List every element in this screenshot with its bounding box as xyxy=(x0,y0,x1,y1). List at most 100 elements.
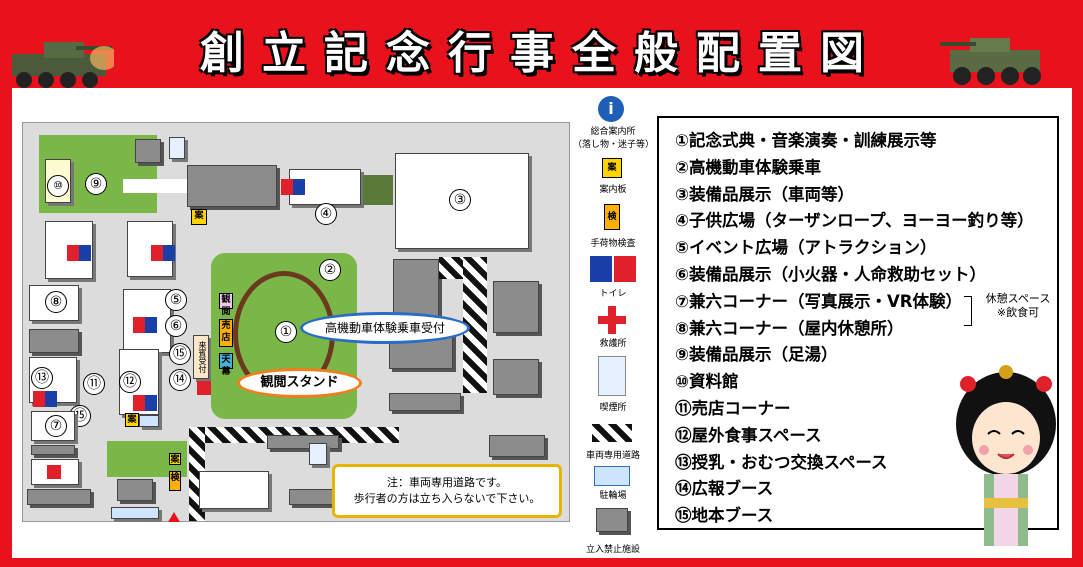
title-banner: 創立記念行事全般配置図 xyxy=(180,18,902,80)
list-item: ⑬授乳・おむつ交換スペース xyxy=(675,452,888,472)
smoking-area xyxy=(309,443,327,465)
sign-icon: 案 xyxy=(125,413,139,427)
list-item: ⑮地本ブース xyxy=(675,506,774,526)
smoking-area xyxy=(169,137,185,159)
list-item: ⑥装備品展示（小火器・人命救助セット） xyxy=(675,264,986,284)
marker-13[interactable]: ⑬ xyxy=(31,367,53,389)
note-line-2: 歩行者の方は立ち入らないで下さい。 xyxy=(353,492,541,505)
bicycle-parking xyxy=(111,507,159,519)
toilet-icon xyxy=(67,245,91,261)
legend: i 総合案内所 （落し物・迷子等） 案 案内板 検 手荷物検査 トイレ 救護所 … xyxy=(573,92,654,557)
marker-3[interactable]: ③ xyxy=(449,189,471,211)
rest-note-line-2: ※飲食可 xyxy=(996,306,1040,319)
rest-note: 休憩スペース ※飲食可 xyxy=(978,292,1058,320)
toilet-icon xyxy=(133,317,157,333)
legend-label-bicycle: 駐輪場 xyxy=(599,491,627,501)
list-item: ⑤イベント広場（アトラクション） xyxy=(675,238,937,258)
vehicle-road-icon xyxy=(592,424,632,442)
toilet-icon xyxy=(590,256,636,282)
restricted-building xyxy=(493,281,539,333)
restricted-building xyxy=(493,359,539,395)
luggage-check-icon: 検 xyxy=(604,204,620,230)
first-aid-icon xyxy=(47,465,61,479)
list-item: ③装備品展示（車両等） xyxy=(675,184,854,204)
restricted-building xyxy=(117,479,153,501)
legend-label-vehicle-road: 車両専用道路 xyxy=(585,451,640,461)
restricted-building xyxy=(29,329,79,353)
list-item: ⑦兼六コーナー（写真展示・VR体験） xyxy=(675,291,962,311)
tank-left-icon xyxy=(4,26,118,92)
rest-tent xyxy=(363,175,393,205)
list-item: ④子供広場（ターザンロープ、ヨーヨー釣り等） xyxy=(675,211,1034,231)
toilet-icon xyxy=(133,395,157,411)
main-gate-label: 正 門 xyxy=(146,539,204,559)
info-icon: i xyxy=(598,96,624,122)
legend-label-smoking: 喫煙所 xyxy=(599,403,627,413)
path-block xyxy=(123,179,193,193)
marker-12[interactable]: ⑫ xyxy=(119,371,141,393)
event-list: ①記念式典・音楽演奏・訓練展示等 ②高機動車体験乗車 ③装備品展示（車両等） ④… xyxy=(657,116,1059,530)
marker-8[interactable]: ⑧ xyxy=(45,291,67,313)
tent-booth: 観閲 xyxy=(219,293,233,317)
marker-4[interactable]: ④ xyxy=(315,203,337,225)
legend-label-toilet: トイレ xyxy=(599,289,627,299)
marker-7[interactable]: ⑦ xyxy=(45,415,67,437)
bicycle-parking-icon xyxy=(594,466,630,486)
restricted-building xyxy=(135,139,161,163)
smoking-icon xyxy=(598,356,626,396)
list-item: ⑨装備品展示（足湯） xyxy=(675,345,838,365)
marker-6[interactable]: ⑥ xyxy=(165,315,187,337)
reviewing-stand-callout: 観閲スタンド xyxy=(237,368,362,398)
first-aid-icon xyxy=(598,306,626,334)
tank-right-icon xyxy=(940,20,1050,90)
restricted-building xyxy=(31,445,75,455)
list-item: ⑫屋外食事スペース xyxy=(675,425,822,445)
rest-bracket xyxy=(964,296,972,326)
ride-reception-callout: 高機動車体験乗車受付 xyxy=(300,312,470,344)
marker-10[interactable]: ⑩ xyxy=(47,175,69,197)
marker-15[interactable]: ⑮ xyxy=(169,343,191,365)
restricted-icon xyxy=(596,508,628,532)
marker-5[interactable]: ⑤ xyxy=(165,289,187,311)
list-item: ①記念式典・音楽演奏・訓練展示等 xyxy=(675,131,937,150)
toilet-icon xyxy=(151,245,175,261)
page-title: 創立記念行事全般配置図 xyxy=(200,28,882,79)
legend-label-first-aid: 救護所 xyxy=(599,339,627,349)
first-aid-icon xyxy=(197,381,211,395)
luggage-check-icon: 検 xyxy=(169,471,181,491)
list-item: ⑧兼六コーナー（屋内休憩所） xyxy=(675,318,904,338)
toilet-icon xyxy=(33,391,57,407)
marker-2[interactable]: ② xyxy=(319,259,341,281)
legend-label-sign: 案内板 xyxy=(599,185,627,195)
marker-9[interactable]: ⑨ xyxy=(85,173,107,195)
stand-booth: 天幕 xyxy=(219,353,233,377)
list-item: ⑩資料館 xyxy=(675,372,739,392)
shop-booth: 売店 xyxy=(219,319,233,347)
reception-booth: 来賓受付 xyxy=(193,335,209,379)
legend-label-restricted: 立入禁止施設 xyxy=(585,545,640,555)
toilet-icon xyxy=(281,179,305,195)
restricted-building xyxy=(489,435,545,457)
marker-14[interactable]: ⑭ xyxy=(169,369,191,391)
building xyxy=(199,471,269,509)
vehicle-road-note: 注：車両専用道路です。 歩行者の方は立ち入らないで下さい。 xyxy=(332,464,562,518)
list-item: ⑪売店コーナー xyxy=(675,398,791,418)
restricted-building xyxy=(267,435,339,449)
mascot-illustration xyxy=(948,364,1064,554)
sign-icon: 案 xyxy=(169,453,181,465)
restricted-building xyxy=(187,165,277,207)
marker-1[interactable]: ① xyxy=(275,321,297,343)
venue-map: ⑩ ⑨ ④ ③ 案 ⑧ ⑤ ⑥ ⑬ ⑪ ⑫ ⑮ ⑭ 来賓受付 ⑮ ⑦ 案 案 検… xyxy=(22,122,570,522)
list-item: ②高機動車体験乗車 xyxy=(675,157,821,177)
restricted-building xyxy=(389,393,461,411)
bicycle-parking xyxy=(139,415,159,427)
marker-11[interactable]: ⑪ xyxy=(83,373,105,395)
restricted-building xyxy=(393,259,439,321)
sign-icon: 案 xyxy=(602,158,622,178)
rest-note-line-1: 休憩スペース xyxy=(985,292,1051,305)
list-item: ⑭広報ブース xyxy=(675,479,774,499)
legend-label-luggage: 手荷物検査 xyxy=(590,239,636,249)
sign-icon: 案 xyxy=(191,209,207,225)
gate-arrow-icon xyxy=(168,512,180,522)
note-line-1: 注：車両専用道路です。 xyxy=(387,476,507,489)
